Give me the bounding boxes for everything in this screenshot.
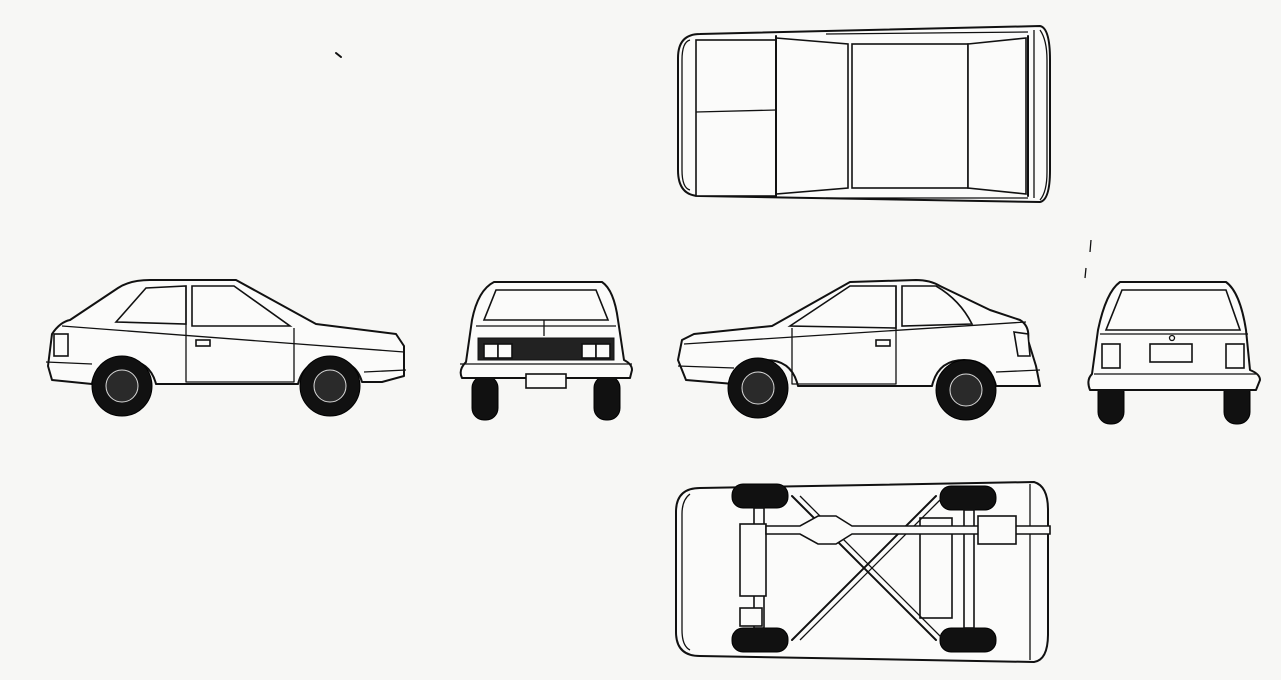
rear-view — [1087, 281, 1261, 425]
paper-specks — [335, 52, 1092, 279]
top-view — [677, 25, 1051, 203]
right-side-front-wheel — [727, 357, 789, 419]
left-side-rear-wheel — [91, 355, 153, 417]
left-side-front-wheel — [299, 355, 361, 417]
front-view — [459, 281, 633, 421]
underside-view — [675, 481, 1051, 663]
right-side-rear-wheel — [935, 359, 997, 421]
left-side-view — [45, 279, 407, 417]
right-side-view — [677, 279, 1041, 421]
